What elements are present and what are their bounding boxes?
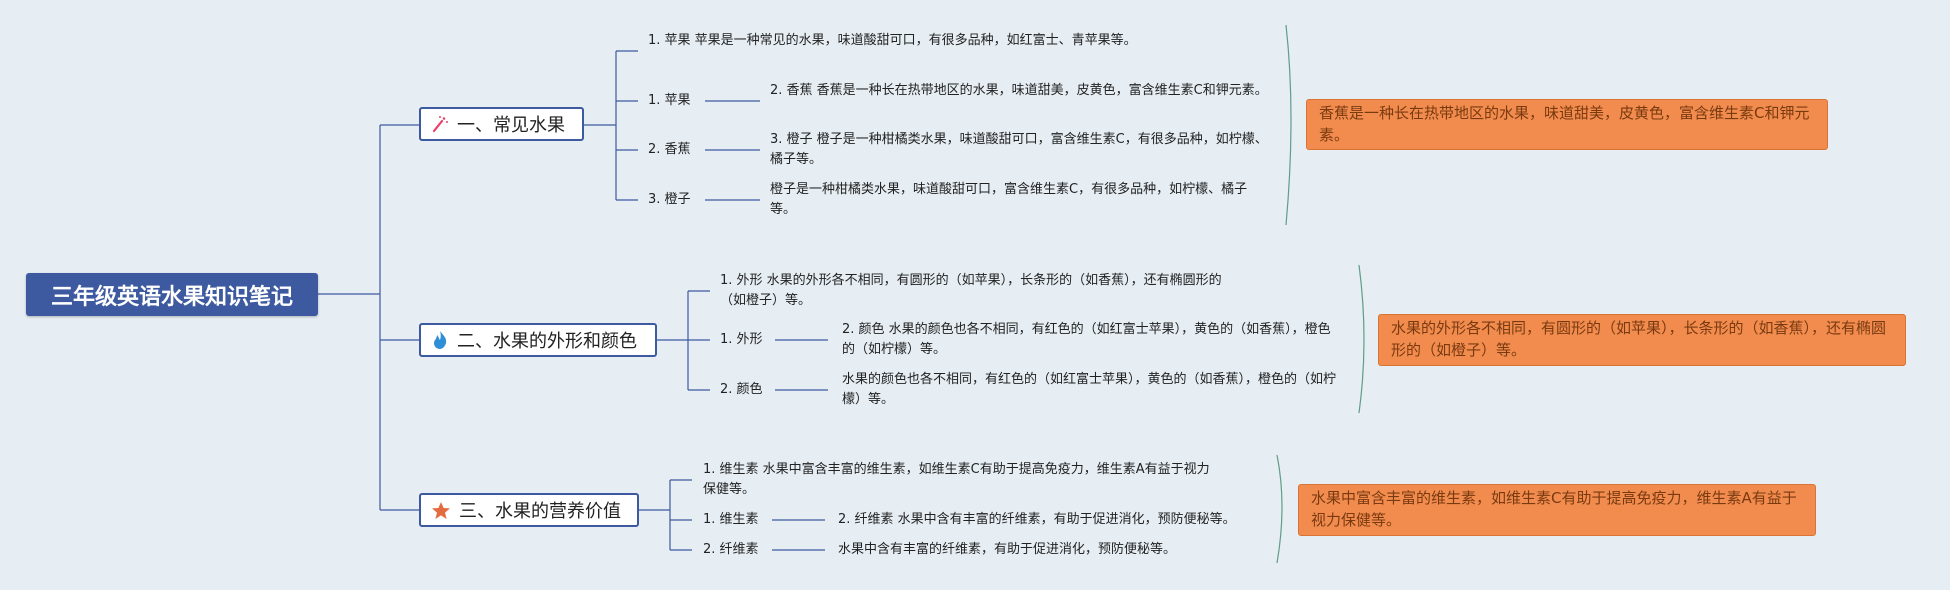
branch-title: 二、水果的外形和颜色: [457, 331, 637, 352]
summary-bracket-2: [1358, 264, 1365, 414]
branch-3-child-2-label: 2. 纤维素: [703, 542, 759, 557]
connector-branch-1: [583, 50, 638, 201]
branch-1-child-3-label: 3. 橙子: [648, 192, 691, 207]
branch-3-child-2-detail: 水果中含有丰富的纤维素，有助于促进消化，预防便秘等。: [838, 542, 1177, 557]
branch-2-child-2-detail: 水果的颜色也各不相同，有红色的（如红富士苹果），黄色的（如香蕉），橙色的（如柠檬…: [842, 372, 1337, 407]
root-title: 三年级英语水果知识笔记: [50, 284, 293, 310]
connector-branch-3-children: [772, 519, 825, 551]
flame-icon: [431, 330, 449, 350]
connector-branch-2-children: [775, 339, 828, 391]
branch-1-summary-note[interactable]: 香蕉是一种长在热带地区的水果，味道甜美，皮黄色，富含维生素C和钾元素。: [1306, 99, 1828, 150]
branch-title: 一、常见水果: [457, 115, 565, 136]
branch-1-child-2-label: 2. 香蕉: [648, 142, 691, 157]
branch-1-child-1-detail: 2. 香蕉 香蕉是一种长在热带地区的水果，味道甜美，皮黄色，富含维生素C和钾元素…: [770, 83, 1268, 98]
branch-2-summary-note[interactable]: 水果的外形各不相同，有圆形的（如苹果），长条形的（如香蕉），还有椭圆形的（如橙子…: [1378, 314, 1906, 366]
branch-1-child-1-label: 1. 苹果: [648, 93, 691, 108]
branch-common-fruits[interactable]: 一、常见水果: [419, 107, 584, 141]
branch-1-child-3-detail: 橙子是一种柑橘类水果，味道酸甜可口，富含维生素C，有很多品种，如柠檬、橘子等。: [770, 182, 1248, 217]
branch-2-intro: 1. 外形 水果的外形各不相同，有圆形的（如苹果），长条形的（如香蕉），还有椭圆…: [720, 273, 1222, 308]
branch-2-child-1-detail: 2. 颜色 水果的颜色也各不相同，有红色的（如红富士苹果），黄色的（如香蕉），橙…: [842, 322, 1331, 357]
magic-wand-icon: [431, 115, 449, 133]
root-topic[interactable]: 三年级英语水果知识笔记: [26, 273, 318, 316]
connector-branch-1-children: [705, 100, 760, 201]
branch-3-intro: 1. 维生素 水果中富含丰富的维生素，如维生素C有助于提高免疫力，维生素A有益于…: [703, 462, 1210, 497]
branch-2-child-2-label: 2. 颜色: [720, 382, 763, 397]
star-icon: [431, 501, 451, 520]
branch-1-child-2-detail: 3. 橙子 橙子是一种柑橘类水果，味道酸甜可口，富含维生素C，有很多品种，如柠檬…: [770, 132, 1268, 167]
connector-branch-3: [638, 479, 692, 551]
branch-title: 三、水果的营养价值: [459, 501, 621, 522]
branch-3-summary-note[interactable]: 水果中富含丰富的维生素，如维生素C有助于提高免疫力，维生素A有益于视力保健等。: [1298, 484, 1816, 536]
branch-2-child-1-label: 1. 外形: [720, 332, 763, 347]
connector-branch-2: [656, 290, 710, 391]
branch-3-child-1-label: 1. 维生素: [703, 512, 759, 527]
summary-bracket-1: [1285, 24, 1292, 226]
branch-3-child-1-detail: 2. 纤维素 水果中含有丰富的纤维素，有助于促进消化，预防便秘等。: [838, 512, 1236, 527]
connector-root: [318, 124, 420, 511]
branch-nutrition[interactable]: 三、水果的营养价值: [419, 493, 639, 527]
branch-shape-color[interactable]: 二、水果的外形和颜色: [419, 323, 657, 357]
branch-1-intro: 1. 苹果 苹果是一种常见的水果，味道酸甜可口，有很多品种，如红富士、青苹果等。: [648, 33, 1137, 48]
summary-bracket-3: [1276, 454, 1283, 564]
